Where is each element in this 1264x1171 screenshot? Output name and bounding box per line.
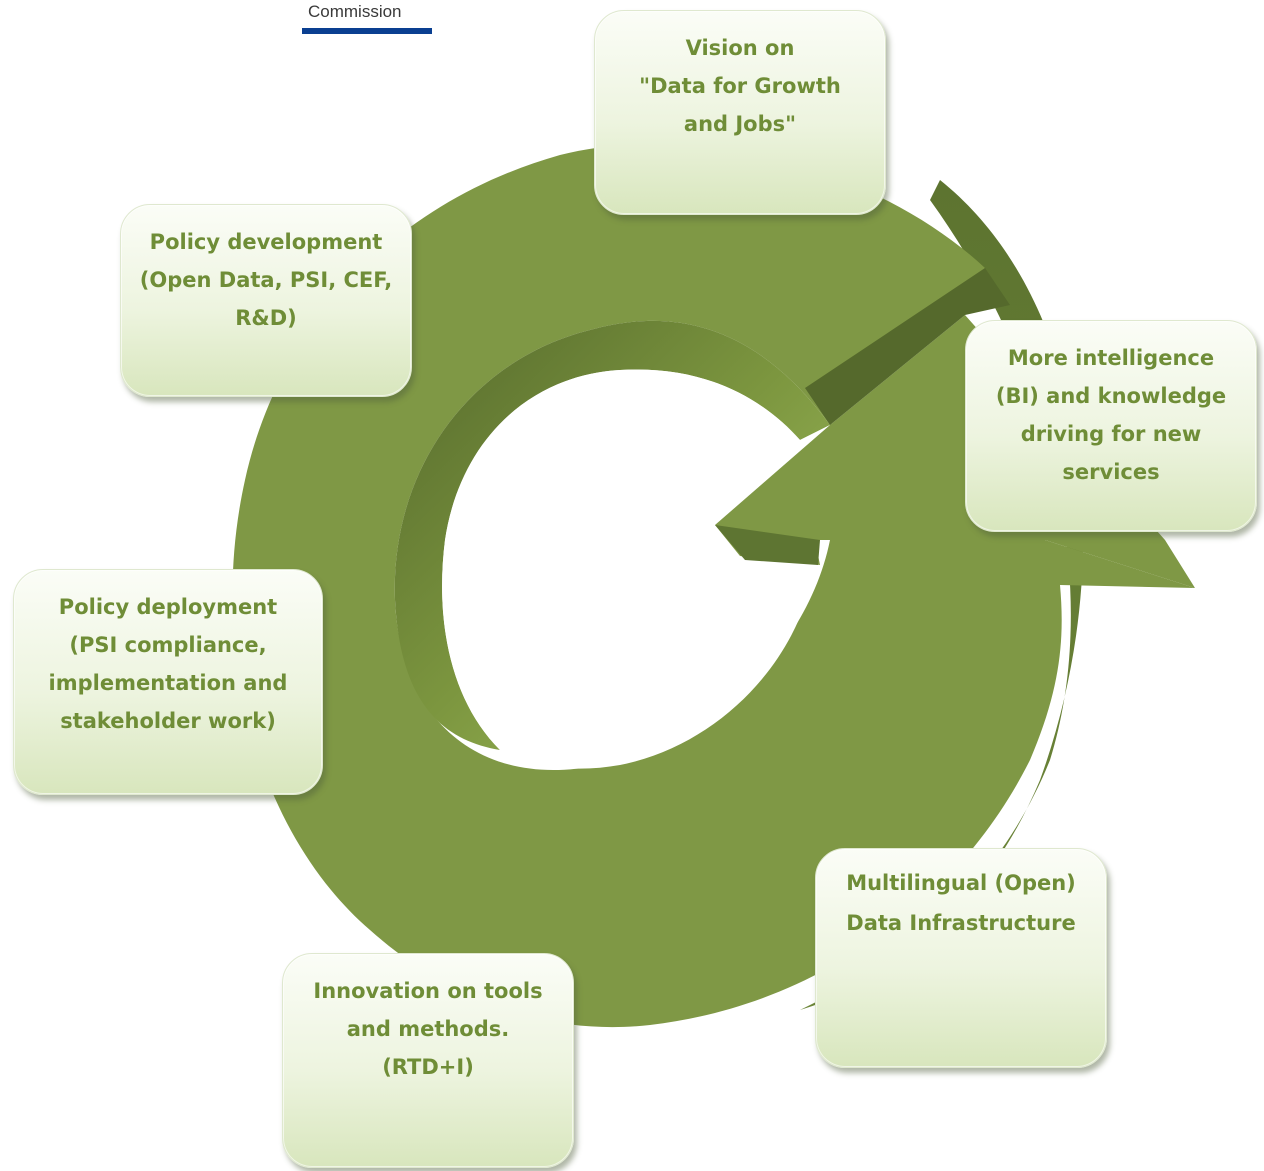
multilingual-box: Multilingual (Open) Data Infrastructure <box>815 848 1107 1068</box>
intelligence-box: More intelligence (BI) and knowledge dri… <box>965 320 1257 532</box>
ring-inner-face <box>394 320 830 750</box>
vision-box: Vision on "Data for Growth and Jobs" <box>594 10 886 215</box>
ring-body <box>232 143 1195 1028</box>
intelligence-line-2: (BI) and knowledge <box>995 384 1227 408</box>
innovation-line-3: (RTD+I) <box>382 1055 474 1079</box>
multilingual-line-2: Data Infrastructure <box>846 911 1076 935</box>
vision-line-2: "Data for Growth <box>639 74 841 98</box>
arrow-bevel <box>715 525 820 565</box>
policy-development-box: Policy development (Open Data, PSI, CEF,… <box>120 204 412 397</box>
policy-deployment-line-1: Policy deployment <box>58 595 278 619</box>
vision-line-1: Vision on <box>685 36 795 60</box>
commission-logo: Commission <box>302 0 432 38</box>
intelligence-line-4: services <box>1062 460 1160 484</box>
policy-development-line-2: (Open Data, PSI, CEF, <box>139 268 393 292</box>
policy-deployment-line-4: stakeholder work) <box>60 709 276 733</box>
logo-underline <box>302 28 432 34</box>
policy-deployment-line-3: implementation and <box>48 671 288 695</box>
intelligence-line-1: More intelligence <box>1007 346 1215 370</box>
multilingual-line-1: Multilingual (Open) <box>846 871 1076 895</box>
innovation-line-1: Innovation on tools <box>313 979 543 1003</box>
policy-deployment-line-2: (PSI compliance, <box>69 633 267 657</box>
ring-hole <box>442 369 830 769</box>
innovation-box: Innovation on tools and methods. (RTD+I) <box>282 953 574 1168</box>
logo-text: Commission <box>308 2 402 21</box>
policy-development-line-1: Policy development <box>149 230 383 254</box>
innovation-line-2: and methods. <box>346 1017 510 1041</box>
arrow-tail-shadow <box>805 268 1010 425</box>
policy-deployment-box: Policy deployment (PSI compliance, imple… <box>13 569 323 795</box>
vision-line-3: and Jobs" <box>683 112 797 136</box>
intelligence-line-3: driving for new <box>1020 422 1202 446</box>
policy-development-line-3: R&D) <box>235 306 297 330</box>
